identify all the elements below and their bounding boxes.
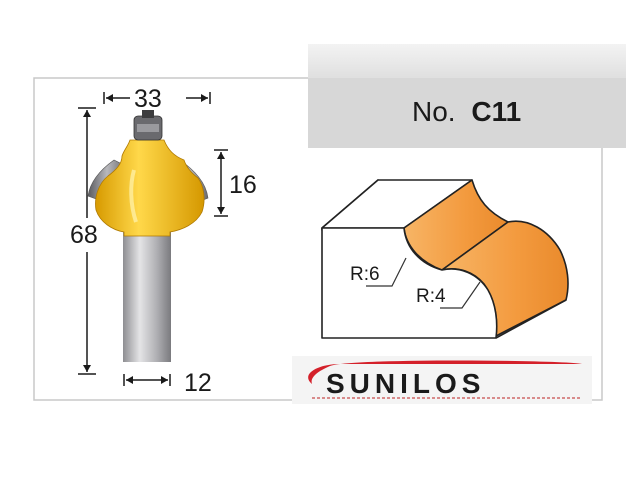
router-bit-body-highlight <box>129 169 138 223</box>
radius-top-label: R:6 <box>350 264 380 285</box>
profile-block-back-edge <box>495 299 567 339</box>
router-bit-body <box>95 139 205 237</box>
dimension-cut-width <box>103 92 211 104</box>
model-code: C11 <box>471 96 521 127</box>
router-bit-illustration <box>87 110 209 362</box>
router-bit-shank <box>123 222 171 362</box>
model-header-band <box>308 78 626 148</box>
profile-block <box>321 179 569 339</box>
dimension-shank-diameter <box>123 374 171 386</box>
brand-logo-text: SUNILOS <box>326 368 485 399</box>
dimension-cut-width-value: 33 <box>134 85 162 113</box>
router-bit-screw <box>142 110 154 118</box>
dimension-overall-length-value: 68 <box>70 221 98 249</box>
profile-block-front <box>321 227 498 339</box>
radius-leaders <box>366 257 481 309</box>
dimension-cut-height <box>214 149 228 217</box>
brand-logo-swoosh <box>308 360 582 384</box>
router-bit-bearing-ring <box>137 124 159 132</box>
radius-bottom-label: R:4 <box>416 286 446 307</box>
model-number: No. C11 <box>412 96 521 127</box>
model-prefix: No. <box>412 96 456 127</box>
dimension-overall-length <box>78 107 96 375</box>
dimension-shank-diameter-value: 12 <box>184 369 212 397</box>
brand-logo: SUNILOS <box>292 356 592 404</box>
dimension-cut-height-value: 16 <box>229 171 257 199</box>
